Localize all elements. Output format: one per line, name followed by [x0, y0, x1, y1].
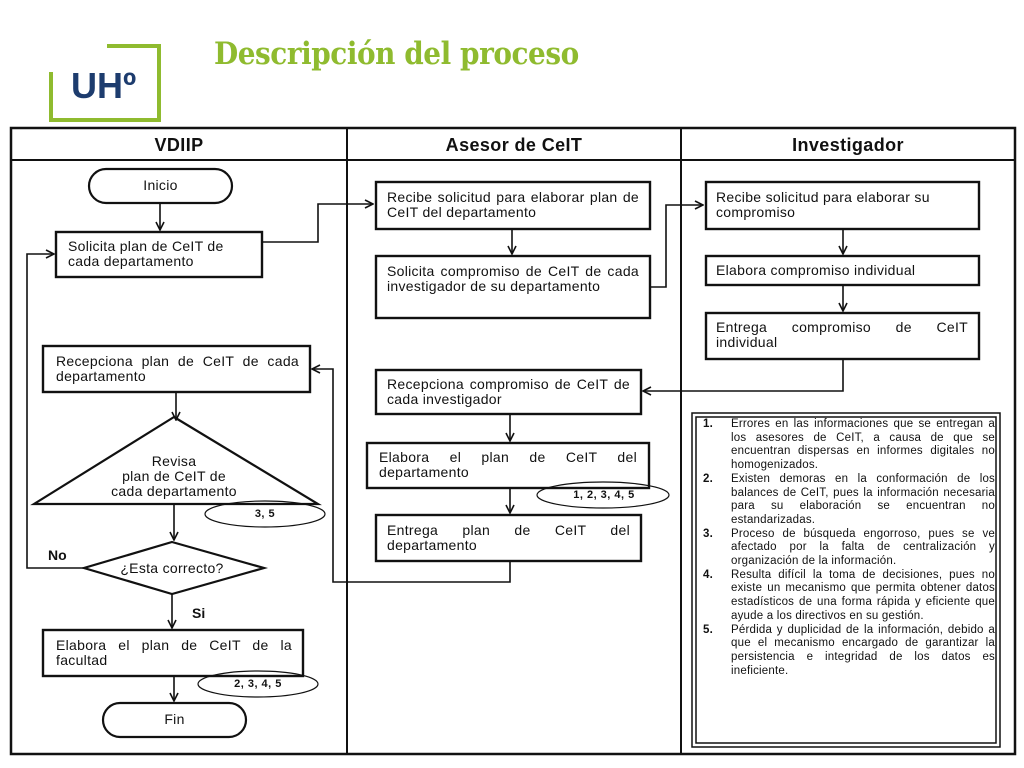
faculty-tag: 2, 3, 4, 5: [234, 678, 282, 690]
review-label-line-1: Revisa: [151, 453, 197, 469]
problem-text: Pérdida y duplicidad de la información, …: [731, 623, 995, 677]
receive-plan-label: Recepciona plan de CeIT de cada departam…: [56, 353, 299, 384]
problem-item: 1. Errores en las informaciones que se en…: [697, 418, 995, 473]
decision-label: ¿Esta correcto?: [120, 560, 224, 576]
review-label: Revisa plan de CeIT de cada departamento: [84, 454, 264, 499]
request-plan-box: [54, 230, 264, 279]
asesor-deliver-label: Entrega plan de CeIT del departamento: [387, 522, 630, 553]
problems-box: [691, 412, 1001, 748]
problem-text: Errores en las informaciones que se entr…: [731, 418, 995, 472]
swimlane-frame: [9, 126, 1017, 756]
asesor-receive-request-label: Recibe solicitud para elaborar plan de C…: [387, 189, 639, 220]
problem-item: 4. Resulta difícil la toma de decisiones,…: [697, 569, 995, 624]
faculty-tag-ellipse: [197, 670, 319, 698]
review-label-line-2: plan de CeIT de: [122, 468, 226, 484]
asesor-receive-commitment-label: Recepciona compromiso de CeIT de cada in…: [387, 376, 630, 407]
end-label: Fin: [164, 711, 185, 727]
problem-number: 5.: [703, 623, 713, 636]
problem-item: 3. Proceso de búsqueda engorroso, pues se…: [697, 528, 995, 569]
asesor-receive-commitment-box: [374, 368, 643, 416]
asesor-deliver-box: [374, 513, 643, 563]
uho-logo: UHº: [49, 44, 161, 122]
review-label-line-3: cada departamento: [111, 483, 237, 499]
problem-text: Resulta difícil la toma de decisiones, p…: [731, 568, 995, 622]
page-title: Descripción del proceso: [214, 36, 579, 72]
inv-deliver-label: Entrega compromiso de CeIT individual: [716, 319, 968, 350]
inv-elaborate-label: Elabora compromiso individual: [716, 262, 916, 278]
asesor-tag-ellipse: [536, 481, 670, 509]
asesor-elaborate-box: [365, 441, 651, 490]
problem-item: 5. Pérdida y duplicidad de la información…: [697, 624, 995, 679]
review-tag: 3, 5: [254, 508, 276, 520]
faculty-plan-box: [41, 628, 305, 678]
problem-item: 2. Existen demoras en la conformación de …: [697, 473, 995, 528]
lane-header-vdiip: VDIIP: [154, 135, 204, 155]
asesor-request-commitment-label: Solicita compromiso de CeIT de cada inve…: [387, 263, 639, 294]
asesor-tag: 1, 2, 3, 4, 5: [573, 489, 635, 501]
review-triangle: [30, 415, 322, 506]
problem-text: Existen demoras en la conformación de lo…: [731, 472, 995, 526]
review-tag-ellipse: [204, 500, 326, 528]
no-label: No: [48, 547, 67, 563]
start-label: Inicio: [143, 177, 178, 193]
asesor-elaborate-label: Elabora el plan de CeIT del departamento: [379, 449, 637, 480]
problem-number: 2.: [703, 472, 713, 485]
inv-receive-request-label: Recibe solicitud para elaborar su compro…: [716, 189, 930, 220]
logo-text: UHº: [71, 65, 136, 106]
request-plan-label: Solicita plan de CeIT de cada departamen…: [68, 238, 224, 269]
lane-header-investigador: Investigador: [792, 135, 904, 155]
lane-header-asesor: Asesor de CeIT: [445, 135, 583, 155]
problems-list: 1. Errores en las informaciones que se en…: [697, 418, 995, 743]
end-terminal: [101, 701, 248, 739]
faculty-plan-label: Elabora el plan de CeIT de la facultad: [56, 637, 292, 668]
asesor-receive-request-box: [374, 180, 652, 231]
problem-text: Proceso de búsqueda engorroso, pues se v…: [731, 527, 995, 568]
problem-number: 1.: [703, 418, 713, 430]
yes-label: Si: [192, 605, 206, 621]
problem-number: 3.: [703, 527, 713, 540]
problem-number: 4.: [703, 568, 713, 581]
